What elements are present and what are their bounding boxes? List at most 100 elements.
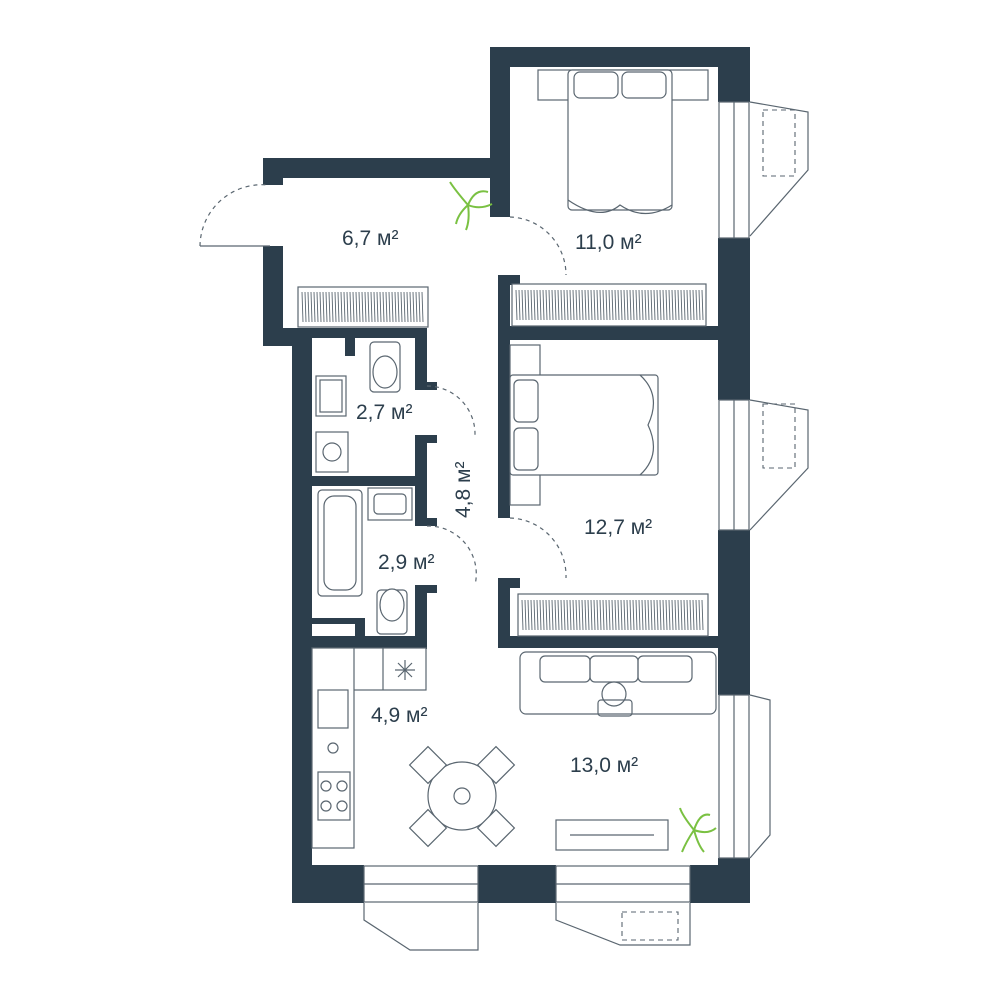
- wardrobe-hatch-line: [617, 289, 620, 321]
- wardrobe-hatch-line: [355, 291, 358, 323]
- wardrobe-hatch-line: [698, 289, 701, 321]
- wardrobe-hatch-line: [331, 291, 334, 323]
- wardrobe-hatch-line: [400, 291, 403, 323]
- wardrobe-hatch-line: [611, 599, 614, 631]
- wardrobe-hatch-line: [394, 291, 397, 323]
- room-area-bathroom-1: 2,7 м²: [356, 401, 412, 424]
- wardrobe-hatch-line: [578, 599, 581, 631]
- wardrobe-hatch-line: [388, 291, 391, 323]
- wardrobe-hatch-line: [536, 289, 539, 321]
- wardrobe-hatch-line: [614, 289, 617, 321]
- wardrobe-hatch-line: [316, 291, 319, 323]
- wardrobe-hatch-line: [319, 291, 322, 323]
- wardrobe-hatch-line: [641, 599, 644, 631]
- room-area-bedroom-2: 12,7 м²: [584, 516, 652, 539]
- wardrobe-hatch-line: [391, 291, 394, 323]
- wardrobe-hatch-line: [310, 291, 313, 323]
- wardrobe-hatch-line: [614, 599, 617, 631]
- wardrobe-hatch-line: [695, 599, 698, 631]
- wardrobe-hatch-line: [530, 599, 533, 631]
- wardrobe-hatch-line: [695, 289, 698, 321]
- wardrobe-hatch-line: [352, 291, 355, 323]
- wardrobe-hatch-line: [563, 289, 566, 321]
- wardrobe-hatch-line: [527, 289, 530, 321]
- wardrobe-hatch-line: [692, 289, 695, 321]
- wardrobe-hatch-line: [415, 291, 418, 323]
- wardrobe-hatch-line: [307, 291, 310, 323]
- wardrobe-hatch-line: [376, 291, 379, 323]
- wardrobe-hatch-line: [563, 599, 566, 631]
- wardrobe-hatch-line: [638, 289, 641, 321]
- wardrobe-hatch-line: [557, 289, 560, 321]
- wardrobe-hatch-line: [343, 291, 346, 323]
- balconies: [363, 101, 809, 951]
- wardrobe-hatch-line: [403, 291, 406, 323]
- tv-stand: [555, 819, 669, 851]
- wardrobe-hatch-line: [554, 289, 557, 321]
- wardrobe-hatch-line: [593, 599, 596, 631]
- windows: [363, 101, 750, 903]
- wardrobe-hatch-line: [653, 599, 656, 631]
- wardrobe-hatch-line: [536, 599, 539, 631]
- sofa: [519, 651, 717, 717]
- wardrobe-hatch-line: [566, 599, 569, 631]
- wardrobe-hatch-line: [665, 599, 668, 631]
- wardrobe-hatch-line: [367, 291, 370, 323]
- wardrobe-hatch-line: [683, 599, 686, 631]
- wardrobe-hatch-line: [671, 599, 674, 631]
- room-area-living-room: 13,0 м²: [570, 754, 638, 777]
- wardrobe-hatch-line: [650, 599, 653, 631]
- wardrobe-hatch-line: [617, 599, 620, 631]
- plant-hall: [449, 181, 493, 231]
- plant-living: [679, 807, 717, 853]
- wardrobe-hatch-line: [692, 599, 695, 631]
- wardrobe-hatch-line: [605, 599, 608, 631]
- wardrobe-hatch-line: [596, 599, 599, 631]
- wardrobe-hatch-line: [361, 291, 364, 323]
- kitchen-counter: [311, 647, 427, 849]
- wardrobe-hatch-line: [409, 291, 412, 323]
- wardrobe-hatch-line: [554, 599, 557, 631]
- wardrobe-hatch-line: [581, 289, 584, 321]
- wardrobe-hatch-line: [557, 599, 560, 631]
- wardrobe-hatch-line: [611, 289, 614, 321]
- wardrobe-hatch-line: [578, 289, 581, 321]
- wardrobe-hatch-line: [382, 291, 385, 323]
- room-area-corridor: 4,8 м²: [452, 462, 475, 518]
- wardrobe-hatch-line: [629, 599, 632, 631]
- wardrobe-hatch-line: [313, 291, 316, 323]
- wardrobe-hatch-line: [584, 289, 587, 321]
- wardrobe-hatch-line: [337, 291, 340, 323]
- room-area-kitchen: 4,9 м²: [371, 704, 427, 727]
- wardrobe-hatch-line: [349, 291, 352, 323]
- wardrobe-hatch-line: [397, 291, 400, 323]
- wardrobe-hatch-line: [590, 289, 593, 321]
- wardrobe-hatch-line: [301, 291, 304, 323]
- wardrobe-hatch-line: [605, 289, 608, 321]
- wardrobe-hatch-line: [560, 599, 563, 631]
- wardrobe-hatch-line: [584, 599, 587, 631]
- wardrobe-hatch-line: [551, 289, 554, 321]
- wardrobe-hatch-line: [373, 291, 376, 323]
- wardrobe-hatch-line: [608, 289, 611, 321]
- bathroom-2-fixtures: [317, 487, 413, 635]
- wardrobe-hatch-line: [635, 289, 638, 321]
- bathroom-1-fixtures: [315, 341, 401, 473]
- wardrobe-hatch-line: [647, 289, 650, 321]
- wardrobe-hatch-line: [635, 599, 638, 631]
- wardrobe-hatch-line: [677, 599, 680, 631]
- wardrobe-hatch-line: [641, 289, 644, 321]
- wardrobe-hatch-line: [668, 289, 671, 321]
- wardrobe-hatch-line: [515, 289, 518, 321]
- wardrobe-hatch-line: [623, 289, 626, 321]
- wardrobe-hatch-line: [542, 599, 545, 631]
- wardrobe-hatch-line: [572, 289, 575, 321]
- walls: [263, 47, 750, 903]
- bed-1: [537, 69, 709, 215]
- wardrobe-hatch-line: [527, 599, 530, 631]
- wardrobe-hatch-line: [680, 289, 683, 321]
- wardrobe-bedroom-1: [511, 283, 707, 327]
- wardrobe-hatch-line: [683, 289, 686, 321]
- wardrobe-hatch-line: [626, 599, 629, 631]
